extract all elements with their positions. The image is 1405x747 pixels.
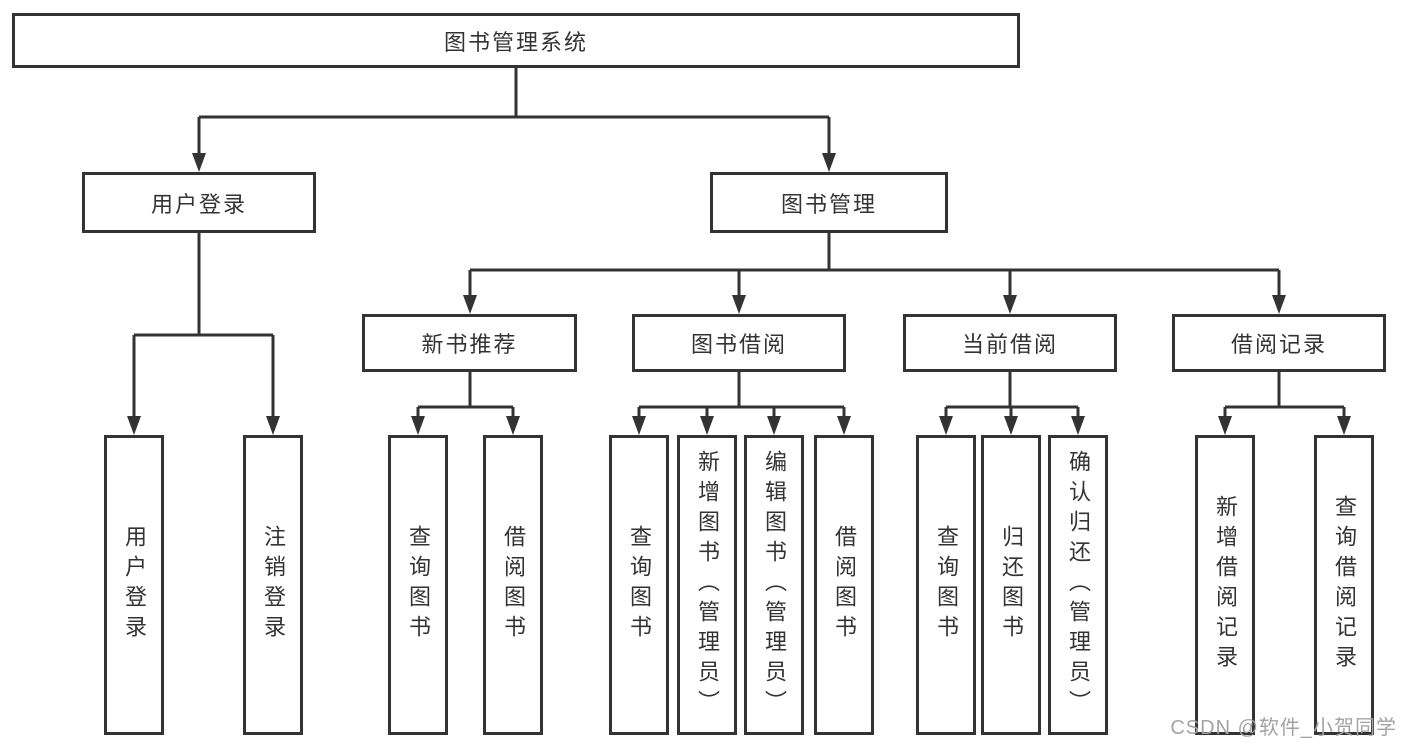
- connector-currentborrow-to-leaves: [944, 372, 1080, 419]
- node-book-management: 图书管理: [710, 172, 948, 233]
- arrowhead: [700, 416, 714, 435]
- arrowhead: [506, 416, 520, 435]
- node-new-book-recommend-label: 新书推荐: [421, 332, 518, 357]
- connector-borrowrecords-to-leaves: [1223, 372, 1346, 419]
- node-book-borrow: 图书借阅: [632, 314, 846, 372]
- arrowhead: [767, 416, 781, 435]
- leaf-cur-return-book-label: 归还图书: [999, 525, 1024, 645]
- arrowhead: [837, 416, 851, 435]
- leaf-cur-return-book: 归还图书: [981, 435, 1041, 735]
- arrowhead: [1272, 295, 1286, 314]
- arrowhead: [192, 153, 206, 172]
- leaf-logout: 注销登录: [243, 435, 303, 735]
- arrowhead: [1071, 416, 1085, 435]
- leaf-bb-add-book: 新增图书（管理员）: [677, 435, 737, 735]
- node-user-login-group: 用户登录: [82, 172, 316, 233]
- arrowhead: [1337, 416, 1351, 435]
- arrowhead: [411, 416, 425, 435]
- node-current-borrow-label: 当前借阅: [961, 332, 1058, 357]
- leaf-bb-add-book-label: 新增图书（管理员）: [695, 450, 720, 720]
- leaf-rec-query-book: 查询图书: [388, 435, 448, 735]
- leaf-bb-query-book-label: 查询图书: [627, 525, 652, 645]
- connector-bookmgmt-to-level3: [468, 233, 1281, 298]
- leaf-cur-query-book: 查询图书: [916, 435, 976, 735]
- node-current-borrow: 当前借阅: [903, 314, 1117, 372]
- leaf-user-login: 用户登录: [104, 435, 164, 735]
- arrowhead: [822, 153, 836, 172]
- arrowhead: [939, 416, 953, 435]
- leaf-rec-query-book-label: 查询图书: [406, 525, 431, 645]
- connector-userlogin-to-leaves: [132, 233, 275, 419]
- leaf-bb-edit-book: 编辑图书（管理员）: [744, 435, 804, 735]
- leaf-logout-label: 注销登录: [261, 525, 286, 645]
- leaf-rec-borrow-book: 借阅图书: [483, 435, 543, 735]
- leaf-add-borrow-record-label: 新增借阅记录: [1213, 495, 1238, 675]
- arrowhead: [266, 416, 280, 435]
- connector-bookborrow-to-leaves: [637, 372, 846, 419]
- arrowhead: [1218, 416, 1232, 435]
- arrowhead: [732, 295, 746, 314]
- leaf-add-borrow-record: 新增借阅记录: [1195, 435, 1255, 735]
- node-book-management-label: 图书管理: [780, 191, 877, 217]
- leaf-query-borrow-record-label: 查询借阅记录: [1332, 495, 1357, 675]
- leaf-query-borrow-record: 查询借阅记录: [1314, 435, 1374, 735]
- connector-newbookrec-to-leaves: [416, 372, 515, 419]
- arrowhead: [632, 416, 646, 435]
- leaf-cur-query-book-label: 查询图书: [934, 525, 959, 645]
- leaf-rec-borrow-book-label: 借阅图书: [501, 525, 526, 645]
- csdn-watermark: CSDN @软件_小贺同学: [1170, 717, 1397, 739]
- connector-root-to-level2: [197, 68, 831, 156]
- leaf-bb-borrow-book: 借阅图书: [814, 435, 874, 735]
- node-root-system-label: 图书管理系统: [443, 29, 588, 55]
- node-user-login-group-label: 用户登录: [150, 191, 247, 217]
- leaf-bb-edit-book-label: 编辑图书（管理员）: [762, 450, 787, 720]
- arrowhead: [1004, 416, 1018, 435]
- leaf-user-login-label: 用户登录: [122, 525, 147, 645]
- node-new-book-recommend: 新书推荐: [362, 314, 577, 372]
- arrowhead: [1003, 295, 1017, 314]
- leaf-bb-borrow-book-label: 借阅图书: [832, 525, 857, 645]
- leaf-cur-confirm-return: 确认归还（管理员）: [1048, 435, 1108, 735]
- arrowhead: [127, 416, 141, 435]
- node-root-system: 图书管理系统: [12, 13, 1020, 68]
- leaf-cur-confirm-return-label: 确认归还（管理员）: [1066, 450, 1091, 720]
- node-borrow-records-label: 借阅记录: [1230, 332, 1327, 357]
- arrowhead: [463, 295, 477, 314]
- node-book-borrow-label: 图书借阅: [690, 332, 787, 357]
- node-borrow-records: 借阅记录: [1172, 314, 1386, 372]
- leaf-bb-query-book: 查询图书: [609, 435, 669, 735]
